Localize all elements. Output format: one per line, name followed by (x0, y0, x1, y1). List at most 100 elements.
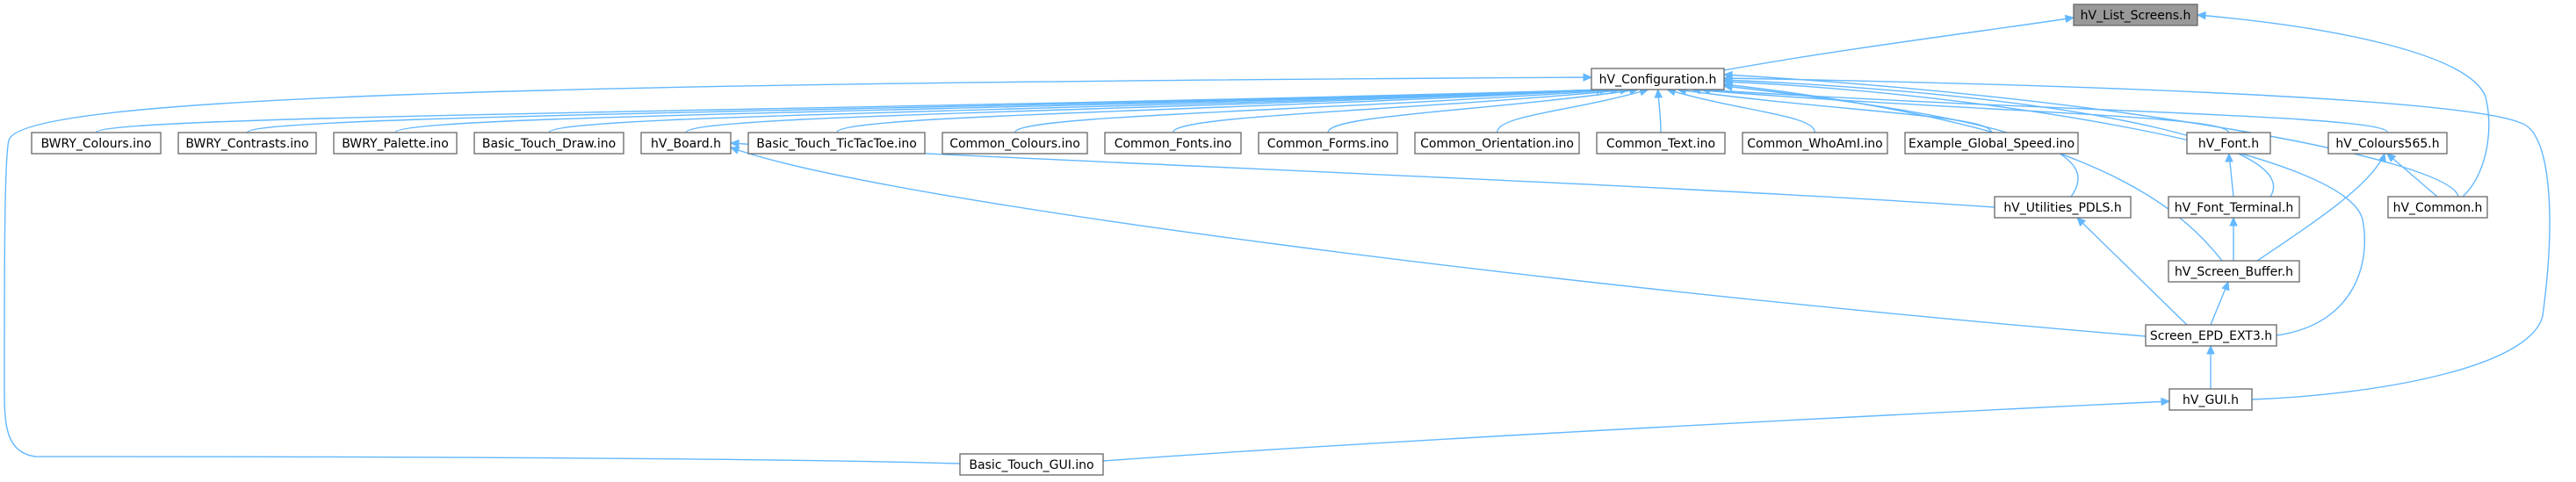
edge-hv_colours565-to-hv_configuration (1700, 85, 2389, 133)
arrowhead (1583, 73, 1593, 82)
edge-line (1496, 89, 1649, 133)
node-hv-gui[interactable]: hV_GUI.h (2168, 388, 2253, 411)
node-hv-common[interactable]: hV_Common.h (2387, 196, 2488, 219)
node-label: Common_Orientation.ino (1420, 137, 1574, 151)
node-bwry-palette[interactable]: BWRY_Palette.ino (333, 132, 458, 155)
node-box (2168, 260, 2300, 283)
arrowhead (2076, 217, 2087, 227)
node-box (1258, 132, 1398, 155)
node-box (177, 132, 317, 155)
arrowhead (2161, 397, 2171, 406)
node-hv-configuration[interactable]: hV_Configuration.h (1591, 68, 1725, 90)
node-label: Basic_Touch_Draw.ino (482, 137, 616, 151)
arrowhead (2064, 14, 2075, 24)
node-hv-board[interactable]: hV_Board.h (640, 132, 732, 155)
node-label: Common_Forms.ino (1267, 137, 1389, 151)
node-common-fonts[interactable]: Common_Fonts.ino (1104, 132, 1242, 155)
edge-line (1723, 83, 2223, 262)
edge-hv_screen_buffer-to-hv_configuration (1722, 81, 2223, 262)
edge-basic_touch_gui-to-hv_configuration (4, 73, 1593, 464)
edge-line (1014, 89, 1620, 133)
node-label: hV_Utilities_PDLS.h (2003, 201, 2121, 215)
node-box (640, 132, 732, 155)
arrowhead (729, 146, 740, 155)
node-box (747, 132, 926, 155)
node-basic-touch-tictactoe[interactable]: Basic_Touch_TicTacToe.ino (747, 132, 926, 155)
edge-line (2256, 153, 2385, 262)
node-box (2186, 132, 2271, 155)
node-common-text[interactable]: Common_Text.ino (1596, 132, 1726, 155)
edge-line (2076, 217, 2188, 326)
node-bwry-contrasts[interactable]: BWRY_Contrasts.ino (177, 132, 317, 155)
node-label: Common_Text.ino (1606, 137, 1715, 151)
edge-hv_gui-to-hv_configuration (1722, 74, 2551, 400)
node-box (2387, 196, 2488, 219)
node-label: Common_Fonts.ino (1115, 137, 1232, 151)
edge-bwry_colours-to-hv_configuration (95, 85, 1606, 133)
node-box (2168, 196, 2300, 219)
node-hv-font[interactable]: hV_Font.h (2186, 132, 2271, 155)
node-common-orientation[interactable]: Common_Orientation.ino (1414, 132, 1580, 155)
arrowhead (1722, 74, 1733, 83)
node-box (2145, 324, 2277, 347)
edge-line (730, 147, 2147, 337)
node-common-forms[interactable]: Common_Forms.ino (1258, 132, 1398, 155)
edge-line (1678, 89, 1993, 133)
node-box (942, 132, 1088, 155)
edge-line (1723, 81, 2366, 336)
edge-hv_screen_buffer-to-hv_font_terminal (2229, 216, 2238, 261)
node-layer: hV_List_Screens.hhV_Configuration.hBWRY_… (31, 4, 2488, 476)
edge-line (246, 89, 1605, 133)
node-label: hV_Common.h (2393, 201, 2483, 215)
edge-line (1667, 89, 1816, 133)
node-box (333, 132, 458, 155)
node-bwry-colours[interactable]: BWRY_Colours.ino (31, 132, 162, 155)
node-example-global-speed[interactable]: Example_Global_Speed.ino (1904, 132, 2079, 155)
node-box (2327, 132, 2448, 155)
edge-line (4, 76, 1592, 464)
node-box (1994, 196, 2132, 219)
node-label: BWRY_Contrasts.ino (185, 137, 308, 151)
node-common-colours[interactable]: Common_Colours.ino (942, 132, 1088, 155)
arrowhead (1654, 88, 1663, 98)
arrowhead (2225, 152, 2233, 162)
node-hv-colours565[interactable]: hV_Colours565.h (2327, 132, 2448, 155)
edge-line (394, 89, 1605, 133)
node-common-whoami[interactable]: Common_WhoAmI.ino (1742, 132, 1888, 155)
node-basic-touch-gui[interactable]: Basic_Touch_GUI.ino (959, 453, 1104, 476)
arrowhead (2196, 11, 2206, 20)
edge-line (548, 89, 1605, 133)
node-label: Example_Global_Speed.ino (1909, 137, 2075, 151)
arrowhead (2386, 153, 2397, 162)
edge-hv_gui-to-screen_epd_ext3 (2206, 344, 2215, 389)
node-hv-utilities-pdls[interactable]: hV_Utilities_PDLS.h (1994, 196, 2132, 219)
node-label: hV_Font.h (2198, 137, 2259, 151)
edge-layer (4, 11, 2551, 464)
arrowhead (2206, 344, 2215, 355)
node-label: Screen_EPD_EXT3.h (2150, 329, 2272, 343)
edge-line (2386, 153, 2438, 198)
node-box (31, 132, 162, 155)
node-label: hV_Colours565.h (2335, 137, 2439, 151)
edge-line (1701, 89, 2389, 133)
edge-line (1172, 89, 1629, 133)
node-label: Common_Colours.ino (949, 137, 1080, 151)
node-label: hV_Screen_Buffer.h (2175, 265, 2293, 279)
node-label: Common_WhoAmI.ino (1747, 137, 1882, 151)
node-hv-screen-buffer[interactable]: hV_Screen_Buffer.h (2168, 260, 2300, 283)
edge-screen_epd_ext3-to-hv_utilities_pdls (2076, 217, 2188, 326)
node-hv-font-terminal[interactable]: hV_Font_Terminal.h (2168, 196, 2300, 219)
node-box (2168, 388, 2253, 411)
edge-hv_common-to-hv_list_screens (2196, 11, 2490, 198)
node-label: hV_Board.h (651, 137, 721, 151)
edge-hv_common-to-hv_colours565 (2386, 153, 2438, 198)
node-screen-epd-ext3[interactable]: Screen_EPD_EXT3.h (2145, 324, 2277, 347)
edge-line (1723, 79, 2275, 198)
node-basic-touch-draw[interactable]: Basic_Touch_Draw.ino (473, 132, 624, 155)
edge-line (95, 89, 1605, 133)
node-label: Basic_Touch_GUI.ino (969, 458, 1093, 472)
arrowhead (2378, 152, 2386, 163)
edge-common_text-to-hv_configuration (1654, 88, 1663, 133)
node-label: Basic_Touch_TicTacToe.ino (756, 137, 917, 151)
node-label: BWRY_Palette.ino (342, 137, 449, 151)
